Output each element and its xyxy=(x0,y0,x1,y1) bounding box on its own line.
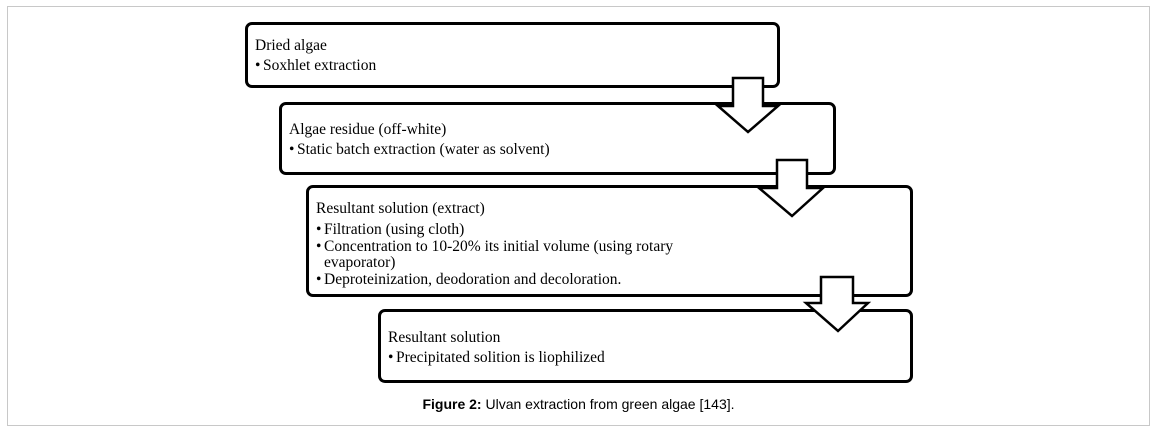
step-heading: Dried algae xyxy=(255,37,327,54)
step-box-resultant-solution: Resultant solution Precipitated solition… xyxy=(378,309,913,383)
down-arrow-icon xyxy=(755,158,827,218)
step-bullet: Soxhlet extraction xyxy=(255,57,767,74)
step-box-dried-algae: Dried algae Soxhlet extraction xyxy=(245,22,780,88)
down-arrow-icon xyxy=(714,76,782,134)
step-bullet-list: Precipitated solition is liophilized xyxy=(388,349,900,366)
step-box-resultant-extract: Resultant solution (extract) Filtration … xyxy=(306,185,913,297)
step-bullet: Static batch extraction (water as solven… xyxy=(289,141,823,158)
step-heading: Algae residue (off-white) xyxy=(289,121,447,138)
step-bullet: Deproteinization, deodoration and decolo… xyxy=(316,272,900,289)
step-bullet: Filtration (using cloth) xyxy=(316,222,900,239)
figure-label: Figure 2: xyxy=(422,396,482,412)
step-bullet: Concentration to 10-20% its initial volu… xyxy=(316,239,744,271)
figure-caption-text: Ulvan extraction from green algae [143]. xyxy=(481,396,735,412)
step-bullet-list: Soxhlet extraction xyxy=(255,57,767,74)
step-bullet: Precipitated solition is liophilized xyxy=(388,349,900,366)
step-bullet-list: Static batch extraction (water as solven… xyxy=(289,141,823,158)
step-bullet-list: Filtration (using cloth) Concentration t… xyxy=(316,222,900,289)
step-heading: Resultant solution xyxy=(388,329,501,346)
figure-caption: Figure 2: Ulvan extraction from green al… xyxy=(0,396,1157,412)
down-arrow-icon xyxy=(802,275,872,333)
step-heading: Resultant solution (extract) xyxy=(316,200,485,217)
